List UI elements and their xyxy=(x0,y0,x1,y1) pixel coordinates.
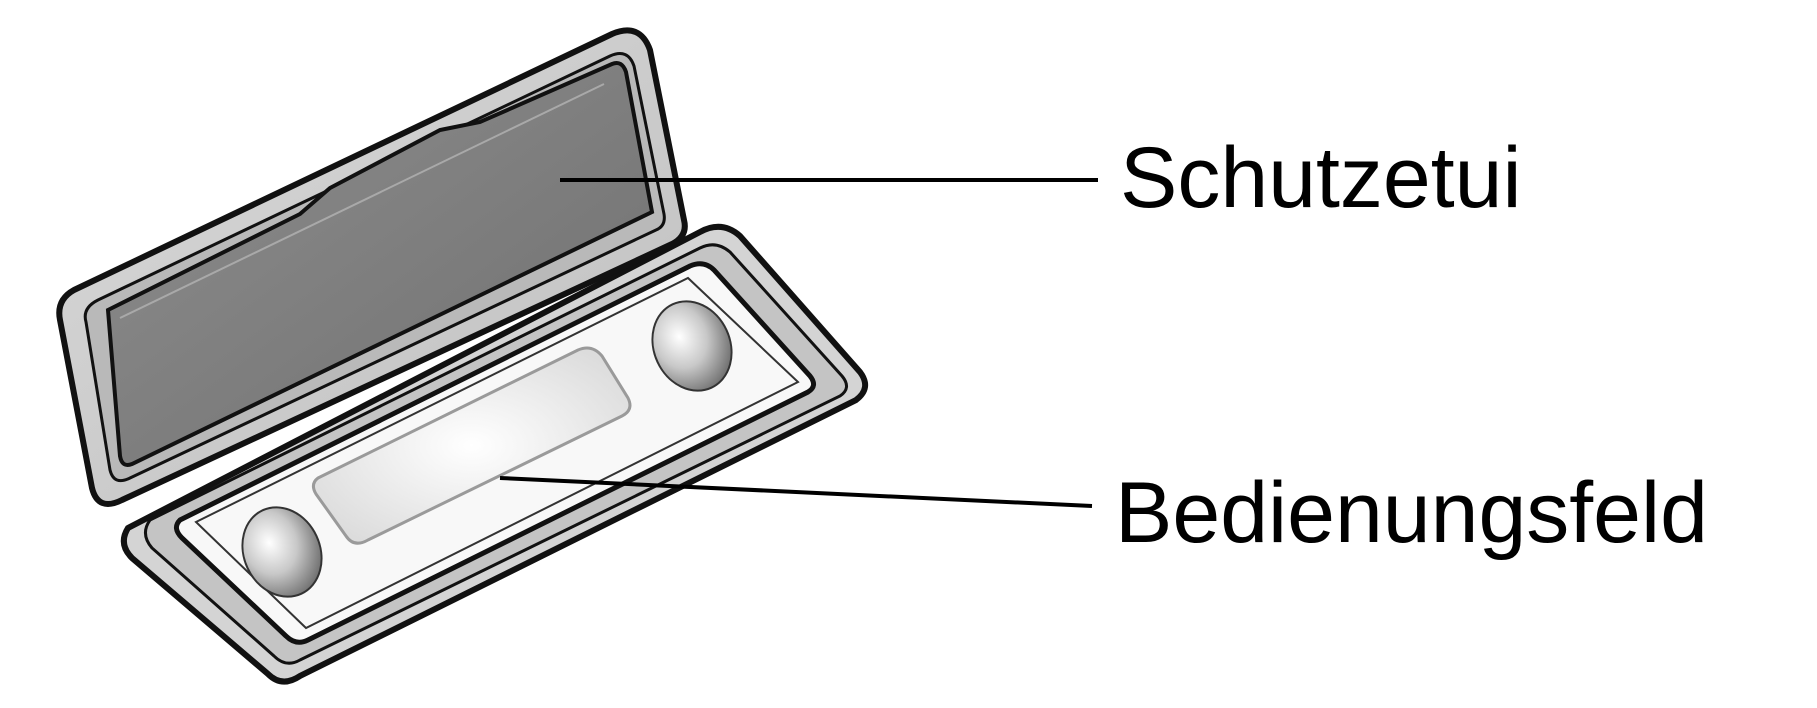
label-bedienungsfeld: Bedienungsfeld xyxy=(1115,465,1708,561)
control-panel xyxy=(241,300,733,598)
case-lid xyxy=(56,27,688,507)
leader-line-panel xyxy=(499,476,1093,508)
label-schutzetui: Schutzetui xyxy=(1120,130,1522,226)
left-knob-icon xyxy=(241,506,323,598)
right-knob-icon xyxy=(651,300,733,392)
